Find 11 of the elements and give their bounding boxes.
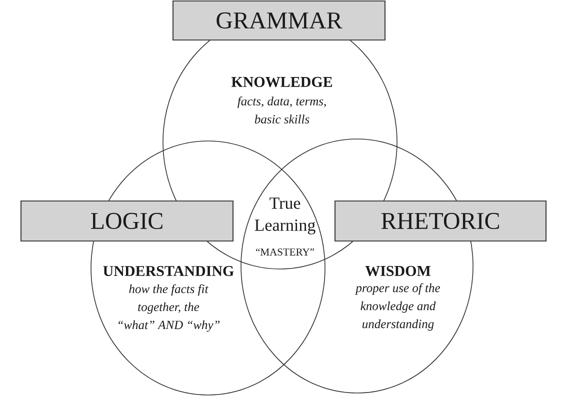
intersection-label: True Learning xyxy=(254,198,316,234)
heading-box: RHETORIC xyxy=(334,200,547,242)
heading: UNDERSTANDING xyxy=(103,266,234,276)
heading: KNOWLEDGE xyxy=(231,76,332,88)
heading: WISDOM xyxy=(365,266,430,276)
description: proper use of the knowledge and understanding xyxy=(354,283,440,331)
heading-box: GRAMMAR xyxy=(172,0,386,41)
heading-box: LOGIC xyxy=(20,200,234,242)
intersection-sublabel: “MASTERY” xyxy=(256,248,314,256)
description: facts, data, terms, basic skills xyxy=(238,96,326,124)
description: how the facts fit together, the “what” AND “why” xyxy=(118,284,220,332)
